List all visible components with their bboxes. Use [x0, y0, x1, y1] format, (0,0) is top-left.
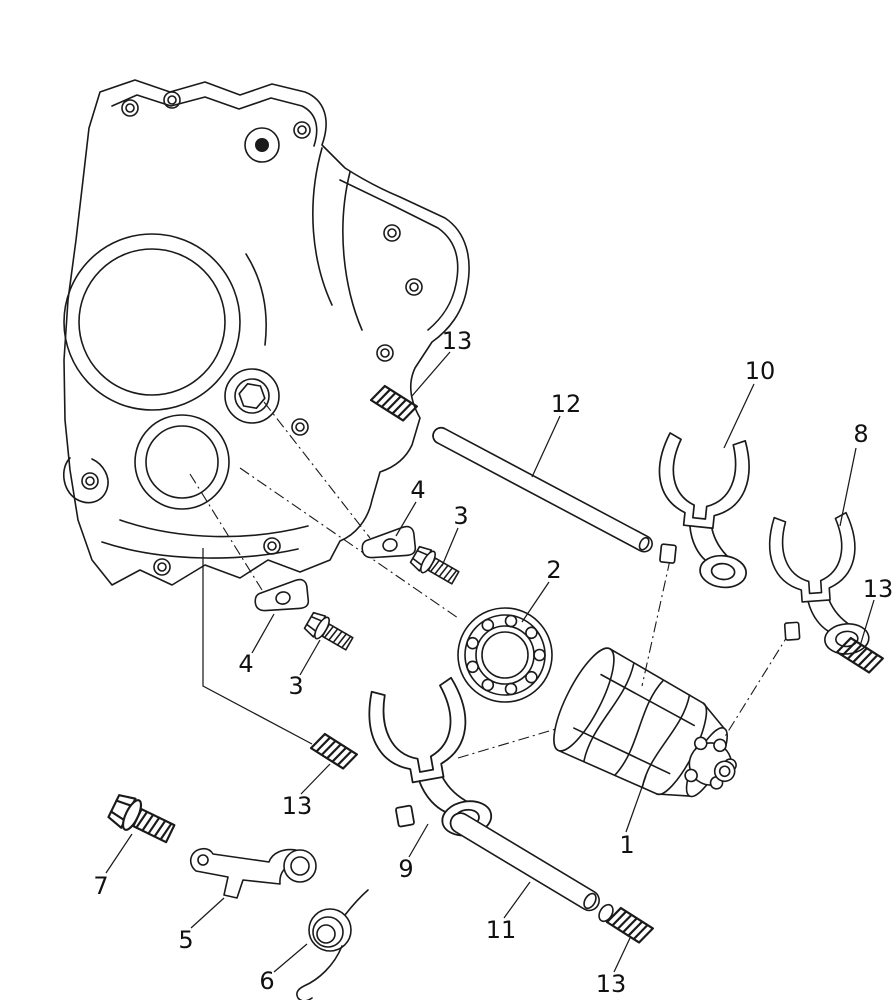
callout-9: 9	[398, 855, 414, 883]
callout-leader-lines	[105, 351, 875, 973]
part-crankcase	[63, 79, 470, 586]
part-1-shift-cam	[553, 647, 737, 798]
callout-12: 12	[550, 390, 582, 418]
callout-13-bottom: 13	[595, 970, 627, 998]
callout-5: 5	[178, 926, 194, 954]
part-5-stopper-lever	[189, 847, 317, 899]
part-11-end-ring	[598, 903, 614, 923]
part-13-spring-top	[367, 382, 421, 424]
part-8-shift-fork	[766, 510, 871, 660]
callout-13-left: 13	[281, 792, 313, 820]
callout-13-top: 13	[441, 327, 473, 355]
assembly-axis-lines	[189, 401, 567, 759]
part-3-bolt-lower	[302, 609, 357, 655]
part-7-bolt	[105, 790, 179, 850]
callout-3-upper: 3	[453, 502, 469, 530]
callout-6: 6	[259, 967, 275, 995]
callout-7: 7	[93, 872, 109, 900]
callout-4-lower: 4	[238, 650, 254, 678]
callout-8: 8	[853, 420, 869, 448]
callout-13-right: 13	[862, 575, 894, 603]
callout-3-lower: 3	[288, 672, 304, 700]
part-13-spring-left	[307, 730, 361, 772]
part-3-bolt-upper	[408, 543, 463, 589]
callout-11: 11	[485, 916, 517, 944]
callout-1: 1	[619, 831, 635, 859]
callout-2: 2	[546, 556, 562, 584]
part-4-stopper-plate-lower	[251, 577, 313, 620]
fork-pin-axis-lines	[641, 559, 791, 739]
part-2-bearing	[457, 607, 553, 703]
part-10-shift-fork	[646, 431, 761, 591]
part-4-stopper-plate-upper	[358, 524, 420, 567]
part-11-fork-shaft	[449, 812, 600, 912]
part-12-guide-bar	[432, 426, 653, 553]
callout-10: 10	[744, 357, 776, 385]
callout-4-upper: 4	[410, 476, 426, 504]
part-6-torsion-spring	[296, 889, 369, 1000]
